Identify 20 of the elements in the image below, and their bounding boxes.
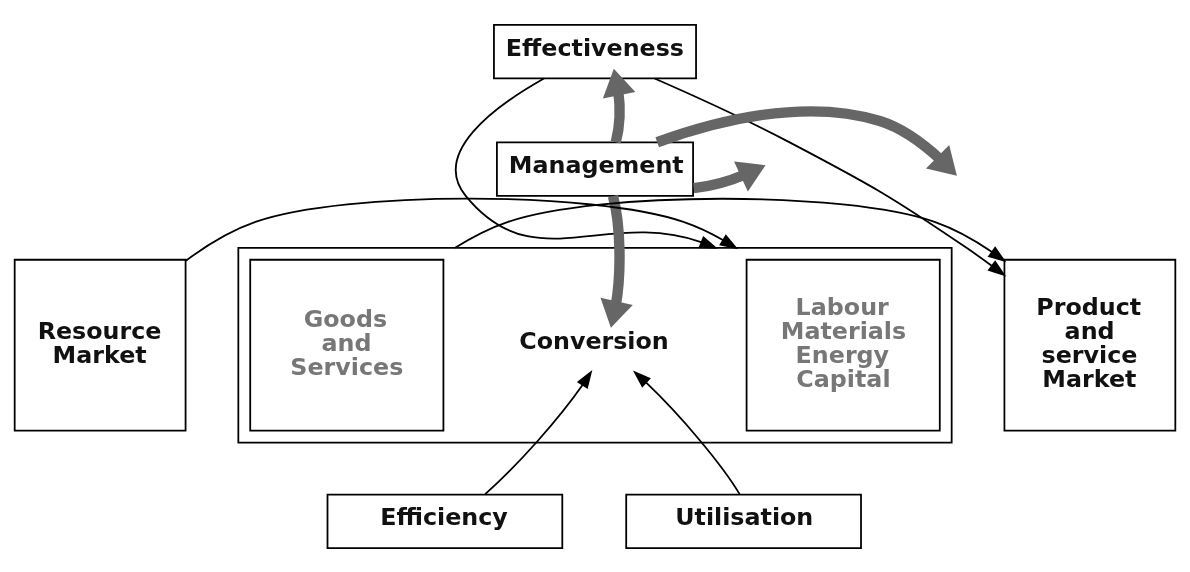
node-box: Product and service Market [1003,258,1177,432]
node-box: Management [496,140,694,197]
arrow [600,194,633,328]
arrow [484,369,593,495]
arrow [602,68,636,143]
arrow [653,77,1007,276]
arrow [655,105,957,176]
arrow [693,160,766,193]
arrow [455,77,718,249]
node-text: Conversion [519,326,669,355]
node-box: Labour Materials Energy Capital [745,258,941,432]
node-box: Resource Market [13,258,187,432]
node-box: Efficiency [326,493,564,549]
node-box: Goods and Services [249,258,445,432]
arrow [184,197,739,262]
cluster [237,246,953,443]
node-box: Effectiveness [493,23,697,79]
node-box: Utilisation [625,493,862,549]
arrow [632,369,741,495]
arrow [454,197,1007,262]
